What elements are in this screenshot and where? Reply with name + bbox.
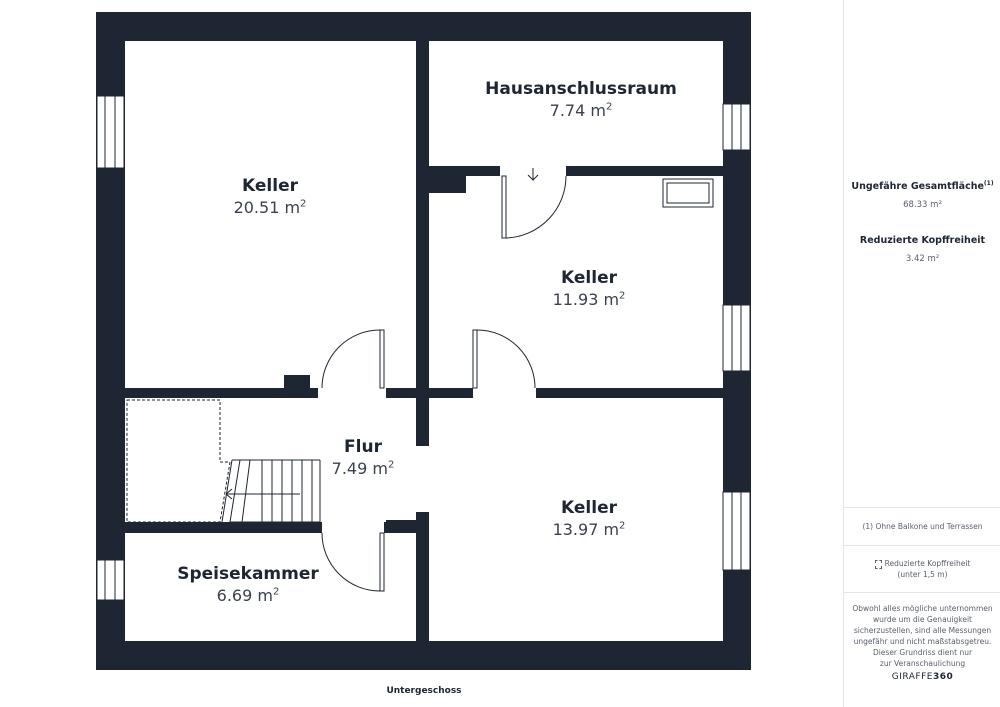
door-leaf-keller-left [379,329,385,389]
room-area-keller-mid: 11.93 m2 [552,290,626,309]
room-keller-mid [429,176,723,388]
pillar [284,375,310,389]
room-area-speisekammer: 6.69 m2 [216,586,280,605]
room-name-hausanschluss: Hausanschlussraum [485,79,677,99]
room-area-keller-left: 20.51 m2 [233,198,307,217]
window-right-2 [722,304,751,372]
stub-wall [386,520,416,533]
room-name-keller-mid: Keller [561,268,617,288]
doors [321,168,567,592]
window-right-3 [722,491,751,571]
room-name-keller-bottom: Keller [561,498,617,518]
room-name-speisekammer: Speisekammer [177,564,319,584]
brand-logo: GIRAFFE360 [891,672,954,682]
fixture-inner [666,182,710,204]
room-keller-bottom [429,398,723,641]
room-name-keller-left: Keller [242,176,298,196]
flur-door-gap-bottom [322,520,384,534]
divider-1 [844,507,1000,508]
reduced-headroom-block: Reduzierte Kopffreiheit 3.42 m² [844,235,1000,264]
wall-details [284,176,466,533]
room-area-flur: 7.49 m2 [331,459,395,478]
total-area-value: 68.33 m² [903,200,942,211]
notch [429,176,466,193]
reduced-headroom-title: Reduzierte Kopffreiheit [859,235,986,246]
reduced-headroom-area [126,399,231,523]
stairs [221,459,321,523]
stub-wall-2 [416,512,429,532]
door-swing-speisekammer [321,532,381,592]
door-arrow [527,168,539,182]
total-area-title: Ungefähre Gesamtfläche(1) [851,180,994,193]
door-leaf-hausanschluss [501,175,507,239]
door-leaf-speisekammer [379,532,385,592]
window-left-top [96,95,125,169]
reduced-headroom-value: 3.42 m² [905,254,940,264]
fixture-outer [662,178,714,208]
room-name-flur: Flur [344,437,382,457]
windows [96,95,751,601]
divider-3 [844,592,1000,593]
room-area-keller-bottom: 13.97 m2 [552,520,626,539]
fixture [662,178,714,208]
door-swing-hausanschluss [505,175,567,239]
stub-wall-3 [416,398,429,446]
total-area-block: Ungefähre Gesamtfläche(1) 68.33 m² [844,180,1000,210]
keller-mid-door-gap [473,386,536,400]
room-hausanschluss [429,41,723,166]
legend-line-2: (unter 1,5 m) [897,570,948,579]
keller-door-gap [318,386,386,400]
sidebar: Ungefähre Gesamtfläche(1) 68.33 m² Reduz… [843,0,1000,707]
disclaimer: Obwohl alles mögliche unternommen wurde … [852,604,993,668]
room-area-hausanschluss: 7.74 m2 [549,101,613,120]
floor-plan [96,12,751,670]
window-left-bottom [96,559,125,601]
wall-gap-center [416,432,429,512]
door-swing-keller-mid [476,329,536,389]
legend: Reduzierte Kopffreiheit (unter 1,5 m) [844,558,1000,580]
legend-line-1: Reduzierte Kopffreiheit [884,559,971,568]
stair-arrow-head [225,488,233,500]
footnote: (1) Ohne Balkone und Terrassen [862,522,983,531]
room-keller-left [125,41,416,388]
door-swing-keller-left [321,329,381,389]
dashed-box-icon [874,559,882,569]
floor-label: Untergeschoss [386,686,462,696]
door-leaf-keller-mid [472,329,478,389]
window-right-1 [722,103,751,151]
room-speisekammer [125,533,416,641]
divider-2 [844,545,1000,546]
